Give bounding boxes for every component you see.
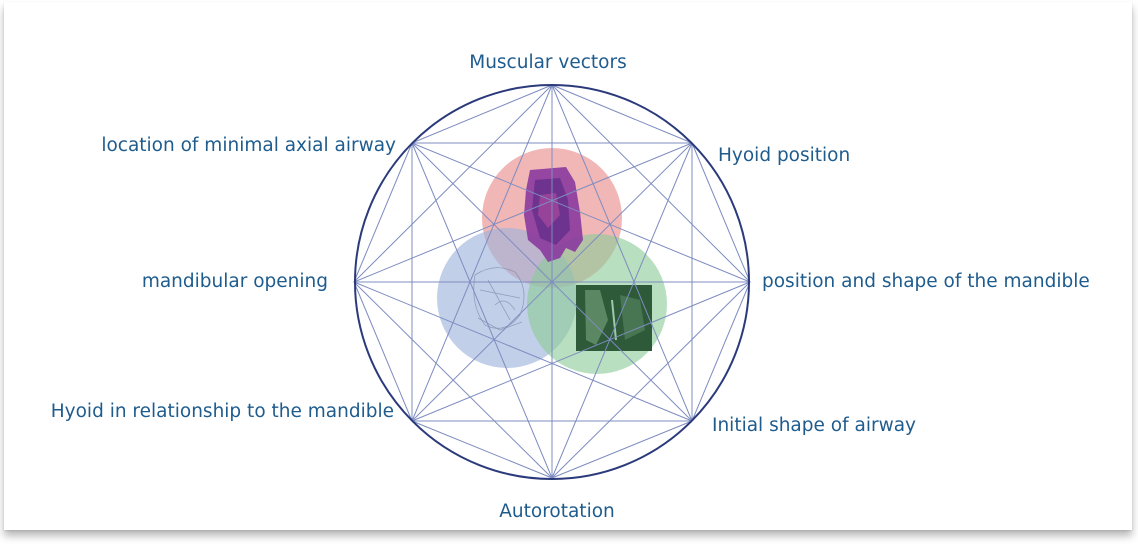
label-position-shape-mandible: position and shape of the mandible [762,271,1090,292]
octagram-star-lines [354,85,750,478]
airway-scan-image [576,285,652,351]
label-autorotation: Autorotation [499,501,615,522]
label-initial-shape-airway: Initial shape of airway [712,415,916,436]
label-hyoid-relationship-mandible: Hyoid in relationship to the mandible [51,401,394,422]
label-location-minimal-airway: location of minimal axial airway [101,135,396,156]
label-mandibular-opening: mandibular opening [142,271,328,292]
label-hyoid-position: Hyoid position [718,145,850,166]
label-muscular-vectors: Muscular vectors [469,52,627,73]
